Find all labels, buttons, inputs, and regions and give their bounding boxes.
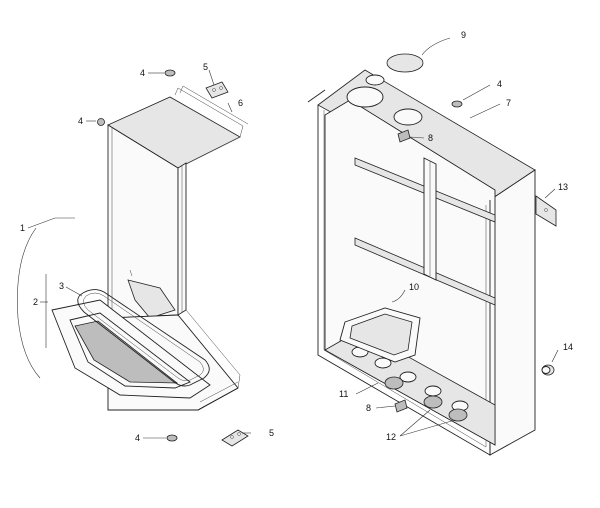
callout-9: 9 [461, 30, 466, 40]
callout-5-top: 5 [203, 62, 208, 72]
callout-labels: 1 2 3 4 5 6 4 4 5 9 4 7 8 13 10 14 11 8 … [20, 30, 573, 443]
callout-2: 2 [33, 297, 38, 307]
clip-part-8-top [397, 129, 411, 143]
screw-part-4-left [97, 118, 105, 126]
leader-lines [17, 37, 559, 439]
cabinet-right-side [489, 169, 536, 456]
callout-3: 3 [59, 281, 64, 291]
clip-part-8-bottom [394, 399, 408, 413]
cable-gland-12a [423, 395, 443, 409]
cable-tray-part-10 [339, 307, 421, 363]
cabinet-enclosure [307, 53, 557, 456]
callout-11: 11 [339, 389, 348, 399]
callout-7: 7 [506, 98, 511, 108]
callout-4-right: 4 [497, 79, 502, 89]
plug-part-4-top [164, 69, 176, 77]
callout-10: 10 [409, 282, 419, 292]
callout-1: 1 [20, 223, 25, 233]
seal-ring [77, 289, 210, 387]
hinge-part-5-top [205, 81, 229, 99]
cap-part-14 [541, 364, 555, 376]
door-assembly [51, 69, 249, 447]
callout-4-left: 4 [78, 116, 83, 126]
wall-bracket-part-13 [535, 195, 557, 227]
callout-4-top: 4 [140, 68, 145, 78]
cable-gland-11 [384, 376, 404, 390]
callout-5-bottom: 5 [269, 428, 274, 438]
plug-part-4-right [451, 100, 463, 108]
top-knockout-large [346, 86, 384, 108]
callout-8-bottom: 8 [366, 403, 371, 413]
callout-8-top: 8 [428, 133, 433, 143]
cable-gland-12b [448, 408, 468, 422]
callout-12: 12 [386, 432, 396, 442]
callout-13: 13 [558, 182, 568, 192]
callout-14: 14 [563, 342, 573, 352]
plug-part-4-bottom [166, 434, 178, 442]
callout-6: 6 [238, 98, 243, 108]
latch-part-5-bottom [221, 429, 249, 447]
knockout-cap-part-9 [386, 53, 424, 73]
callout-4-bottom: 4 [135, 433, 140, 443]
